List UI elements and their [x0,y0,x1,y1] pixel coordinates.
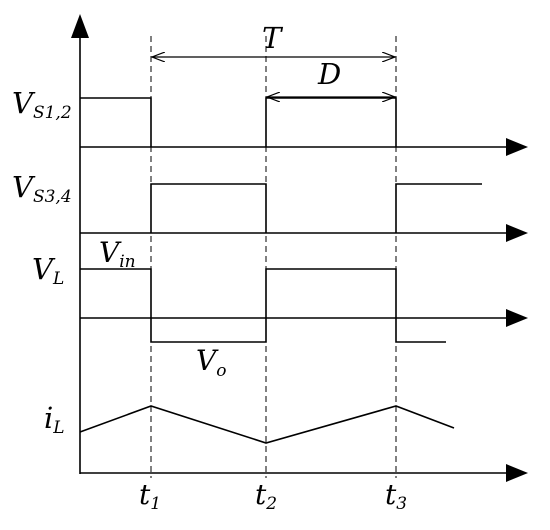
t2-label: t2 [255,478,277,514]
vs34-axis-arrow-icon [506,224,528,242]
vl-label: VL [32,252,64,289]
period-label: T [262,21,284,55]
vs12-waveform [80,97,397,147]
vl-axis-arrow-icon [506,309,528,327]
t3-label: t3 [385,478,407,514]
t1-label: t1 [139,478,161,514]
il-axis-arrow-icon [506,464,528,482]
vo-label: Vo [196,344,226,381]
il-label: iL [44,401,65,438]
vertical-axis-arrow-icon [71,14,89,38]
vs34-label: VS3,4 [12,170,72,207]
vs12-label: VS1,2 [12,86,72,123]
il-waveform [79,405,455,444]
vl-waveform [80,268,446,343]
duty-label: D [317,57,341,91]
vs34-waveform [150,183,482,233]
vin-label: Vin [99,236,136,272]
vs12-axis-arrow-icon [506,138,528,156]
